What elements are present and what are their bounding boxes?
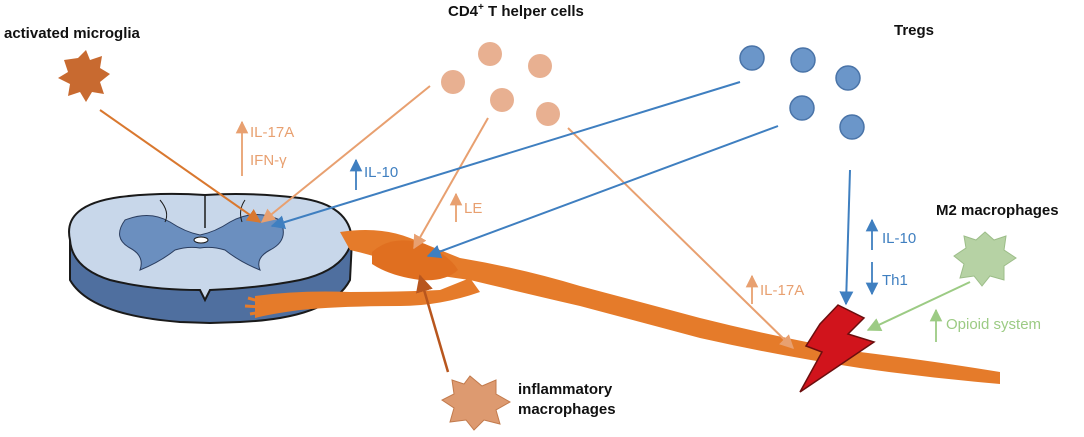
activated-microglia-label: activated microglia xyxy=(4,25,140,42)
activated-microglia-icon xyxy=(58,50,110,102)
nerve xyxy=(244,230,1000,384)
treg-to-lesion-arrow xyxy=(839,169,854,306)
le-label: LE xyxy=(464,200,483,217)
m2-macrophages-label: M2 macrophages xyxy=(936,202,1059,219)
treg-to-cord-arrow xyxy=(270,81,741,229)
treg-cells xyxy=(739,45,865,140)
th-to-cord-arrow xyxy=(260,85,431,223)
ifn-gamma-label: IFN-γ xyxy=(250,152,287,169)
il10-right-label: IL-10 xyxy=(882,230,917,247)
microglia-arrow xyxy=(99,109,262,223)
cd4-text: CD4 xyxy=(448,3,479,20)
m2-macrophage-icon xyxy=(953,231,1017,287)
th-to-drg-arrow xyxy=(413,117,489,250)
m2-to-lesion-arrow xyxy=(866,281,971,331)
indicator-arrows xyxy=(235,120,943,342)
il17a-top-label: IL-17A xyxy=(250,124,295,141)
inflammatory-macrophages-label: inflammatory macrophages xyxy=(518,380,616,420)
ventral-root xyxy=(255,278,480,318)
tregs-label: Tregs xyxy=(894,22,935,39)
central-canal xyxy=(193,236,209,244)
inflammatory-to-drg-arrow xyxy=(416,274,450,373)
cd4-t-helper-cells xyxy=(441,42,560,126)
inflammatory-line1: inflammatory xyxy=(518,381,613,398)
cd4-t-helper-label: CD4+ T helper cells xyxy=(448,2,584,20)
il17a-bottom-label: IL-17A xyxy=(760,282,805,299)
il10-left-label: IL-10 xyxy=(364,164,399,181)
arrows xyxy=(99,81,971,373)
cd4-superscript: + xyxy=(478,2,484,13)
spinal-cord xyxy=(68,192,354,325)
th-to-lesion-arrow xyxy=(567,127,795,349)
dorsal-root xyxy=(340,230,1000,384)
ventral-root-fibers xyxy=(244,296,263,316)
spinal-texture xyxy=(159,199,246,223)
th1-label: Th1 xyxy=(882,272,908,289)
inflammatory-line2: macrophages xyxy=(518,401,616,418)
cd4-rest-text: T helper cells xyxy=(483,3,584,20)
opioid-system-label: Opioid system xyxy=(946,316,1042,333)
treg-to-drg-arrow xyxy=(426,125,779,259)
lesion-bolt-icon xyxy=(799,304,876,393)
inflammatory-macrophage-icon xyxy=(441,375,512,431)
